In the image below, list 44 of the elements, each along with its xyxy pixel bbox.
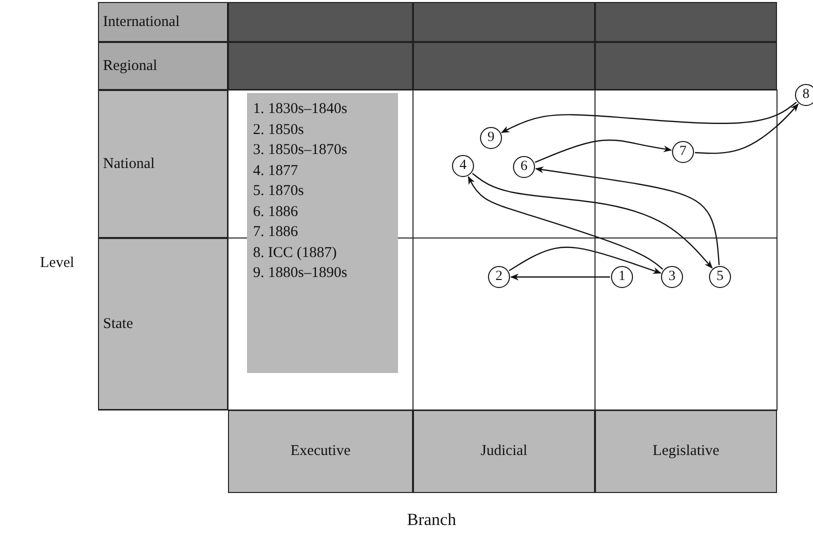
arrow [472,172,713,269]
header-text: Legislative [652,443,720,460]
row-header-cell [98,238,228,410]
list-item: 5. 1870s [253,182,304,201]
header-text: Judicial [480,443,528,460]
list-item: 1. 1830s–1840s [253,100,348,119]
arrow [534,140,672,163]
step-number: 7 [680,144,686,160]
arrow [535,166,720,266]
header-text: State [103,316,133,332]
step-number: 5 [716,269,724,285]
legend-panel [247,93,398,373]
list-item: 6. 1886 [253,202,298,222]
step-number: 3 [668,269,676,285]
list-item: 4. 1877 [253,162,298,180]
step-circle [795,84,813,106]
arrow [694,103,799,154]
list-item: 8. ICC (1887) [253,244,337,262]
column-header-cell [413,410,595,493]
header-text: Regional [103,58,158,74]
row-header-cell [98,42,228,90]
step-number: 9 [488,130,494,146]
arrow [508,246,662,274]
step-number: 2 [496,269,502,285]
list-item: 7. 1886 [253,223,298,242]
arrow [510,274,610,280]
axis-title: Branch [407,510,456,530]
column-header-cell [228,410,413,493]
header-text: Executive [290,443,350,460]
row-header-cell [98,2,228,42]
step-number: 4 [460,158,466,174]
axis-title: Level [40,255,74,272]
step-number: 8 [802,87,810,103]
list-item: 2. 1850s [253,120,304,140]
arrow [500,102,797,134]
step-number: 6 [520,159,528,175]
header-text: National [103,156,155,172]
arrow [468,176,664,270]
list-item: 9. 1880s–1890s [253,264,348,283]
list-item: 3. 1850s–1870s [253,141,348,160]
step-number: 1 [618,269,626,285]
row-header-cell [98,90,228,238]
column-header-cell [595,410,777,493]
header-text: International [103,14,180,30]
